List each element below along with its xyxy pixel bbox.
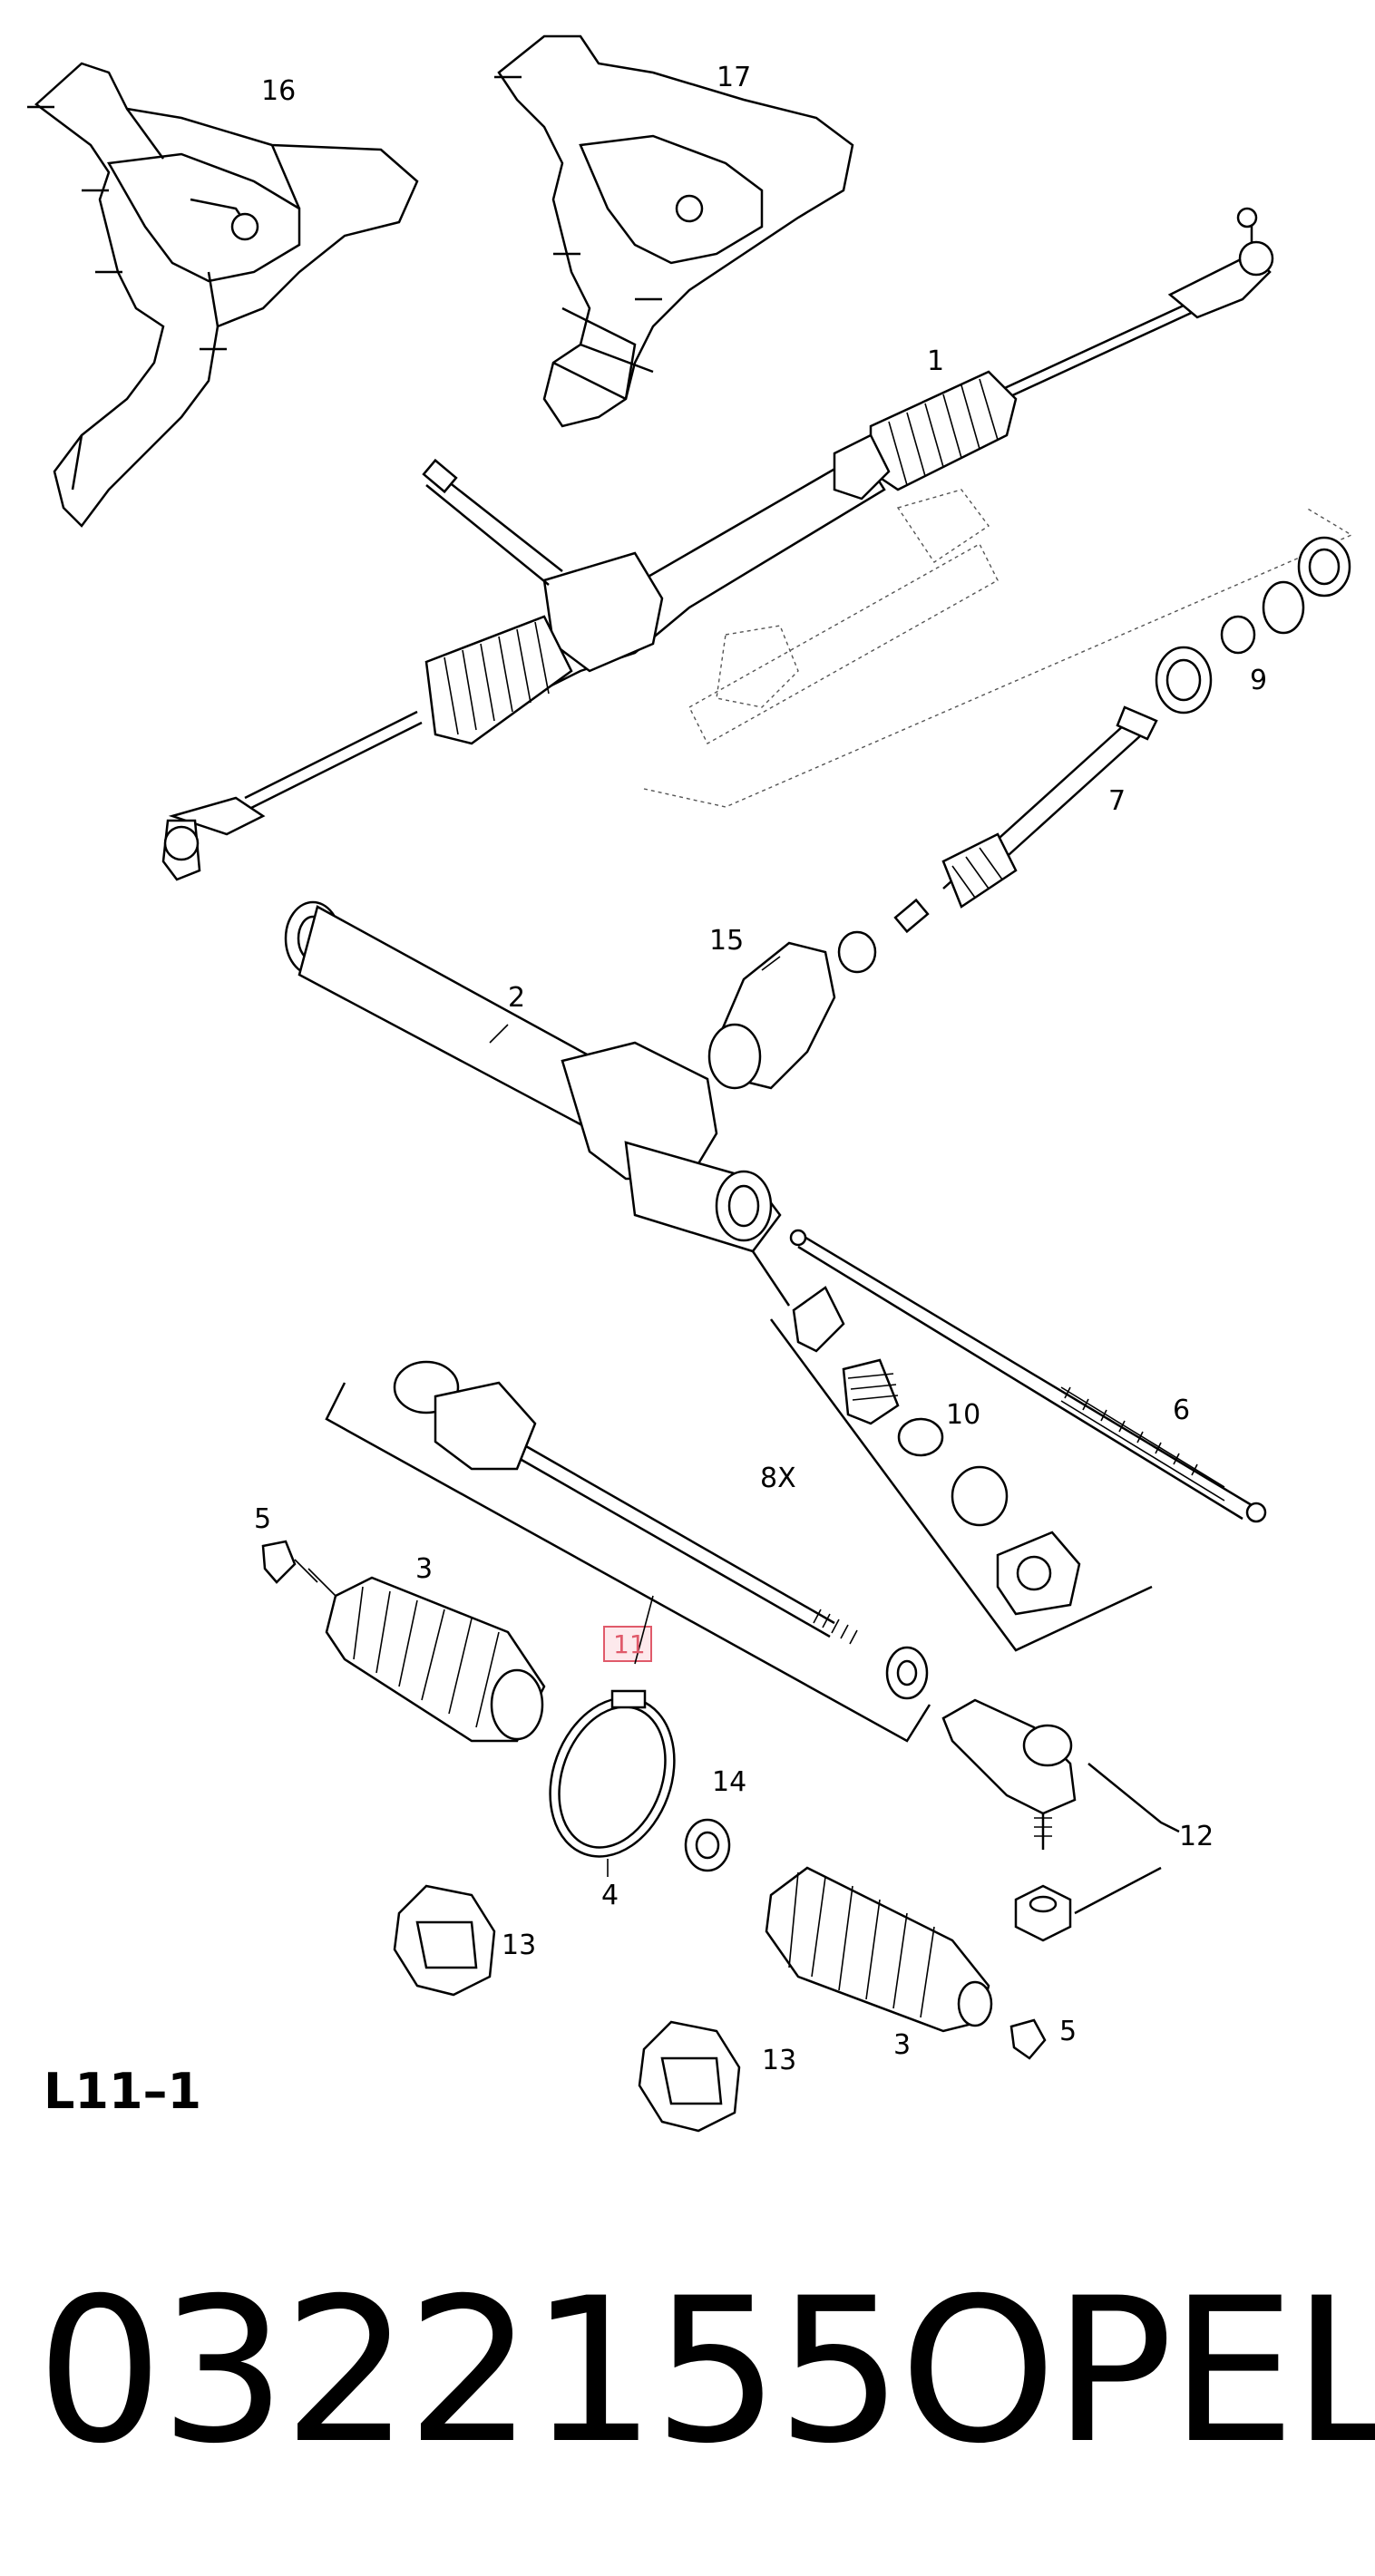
clip-5-left <box>261 1540 318 1584</box>
callout-12: 12 <box>1179 1821 1214 1852</box>
leader-11 <box>634 1595 654 1665</box>
callout-15: 15 <box>709 925 744 957</box>
clamp-4 <box>549 1689 676 1858</box>
callout-9: 9 <box>1250 665 1267 696</box>
bracket-17 <box>494 34 854 428</box>
clip-5-right <box>1009 2018 1047 2060</box>
part-number-footer: 0322155 OPEL <box>36 2255 1375 2487</box>
bush-13-upper <box>393 1884 496 1997</box>
cover-15 <box>707 941 836 1090</box>
bush-14 <box>684 1818 731 1872</box>
steering-rack-1 <box>161 207 1274 881</box>
callout-10: 10 <box>946 1399 980 1431</box>
callout-13-lower: 13 <box>762 2045 796 2076</box>
callout-8x: 8X <box>760 1463 796 1494</box>
leader-5-left <box>307 1568 336 1597</box>
callout-3-left: 3 <box>415 1553 433 1585</box>
callout-1: 1 <box>927 345 944 377</box>
inner-tie-rod-11 <box>325 1360 931 1743</box>
thrust-pad-group-8x <box>751 1250 1153 1652</box>
rack-bar-6 <box>789 1229 1267 1523</box>
bellows-3-left <box>325 1576 546 1743</box>
callout-5-left: 5 <box>254 1503 271 1535</box>
callout-11: 11 <box>613 1629 646 1659</box>
leader-15 <box>761 956 781 971</box>
callout-16: 16 <box>261 75 296 107</box>
callout-17: 17 <box>717 62 751 93</box>
diagram-page-code: L11–1 <box>44 2063 202 2120</box>
leader-2 <box>489 1024 509 1044</box>
callout-14: 14 <box>712 1766 746 1798</box>
callout-5-right: 5 <box>1059 2016 1077 2047</box>
bearing-set-9 <box>1155 536 1351 714</box>
tie-rod-end-12 <box>941 1698 1180 1942</box>
rack-housing-2 <box>284 900 782 1253</box>
part-number: 0322155 <box>36 2255 903 2487</box>
bracket-16 <box>27 62 419 528</box>
callout-13-upper: 13 <box>502 1930 536 1961</box>
callout-6: 6 <box>1173 1395 1190 1426</box>
bellows-3-right <box>765 1866 993 2033</box>
callout-4: 4 <box>601 1880 619 1911</box>
callout-3-right: 3 <box>893 2029 911 2061</box>
bush-13-lower <box>638 2020 741 2133</box>
pinion-7 <box>837 705 1158 974</box>
brand-name: OPEL <box>899 2255 1375 2487</box>
callout-7: 7 <box>1108 785 1126 817</box>
callout-2: 2 <box>508 982 525 1014</box>
